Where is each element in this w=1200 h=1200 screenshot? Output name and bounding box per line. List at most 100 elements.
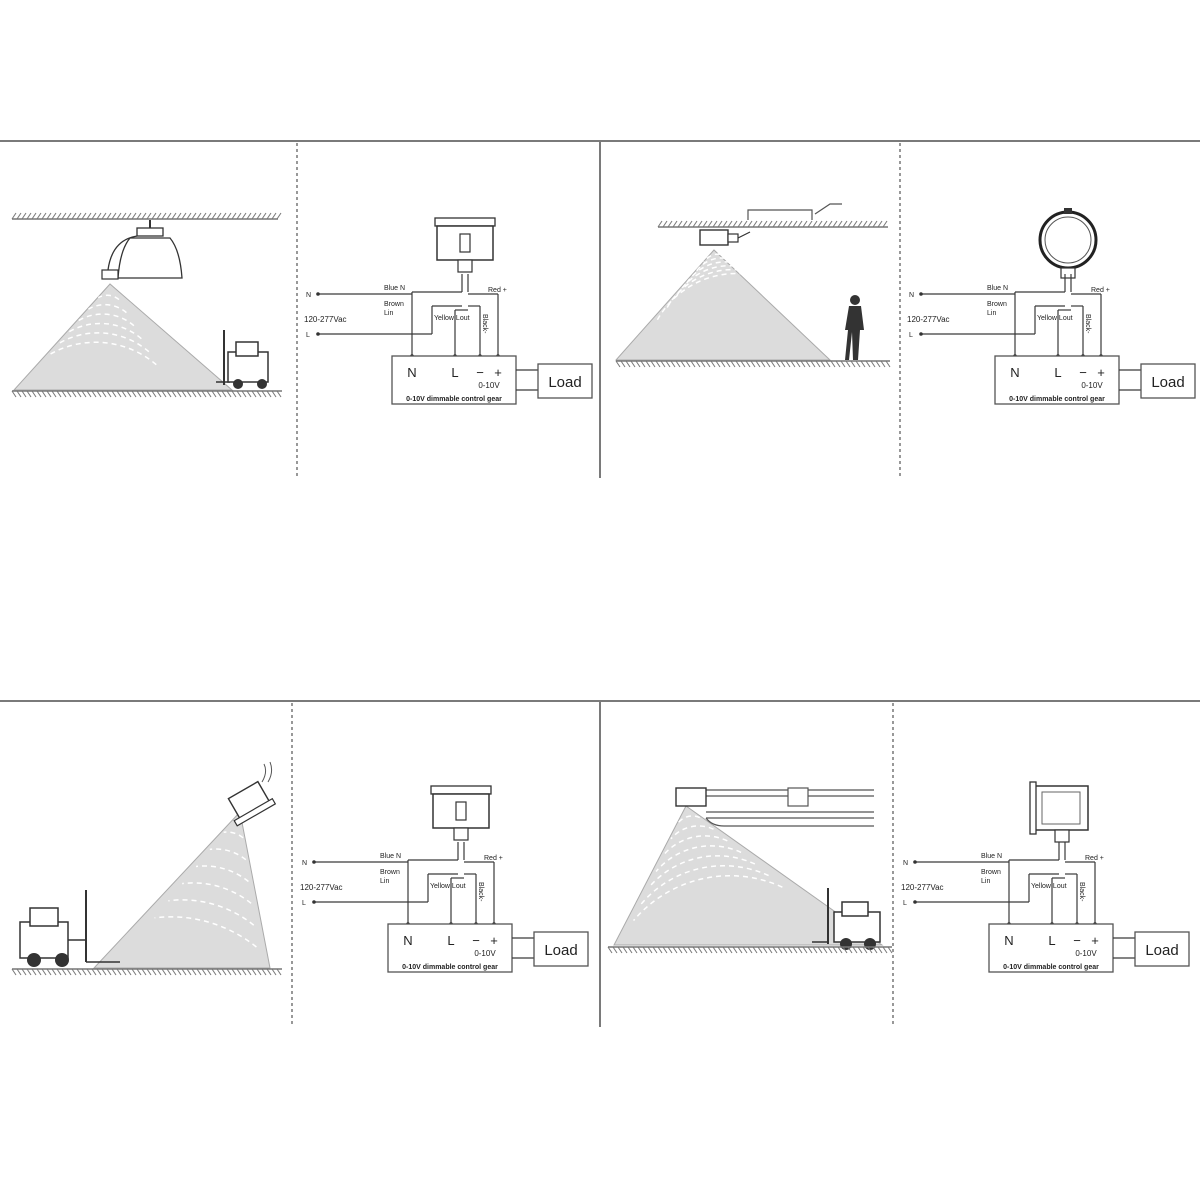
terminal-plus-label: + [1097,365,1105,380]
yellow-wire-label: Yellow Lout [430,883,466,890]
floor-hatch [11,390,282,398]
load-label: Load [544,942,577,959]
input-n-label: N [306,292,311,299]
red-wire-label: Red + [1091,287,1110,294]
control-gear-label: 0-10V dimmable control gear [406,396,502,403]
control-gear-label: 0-10V dimmable control gear [1009,396,1105,403]
input-l-label: L [306,332,310,339]
control-gear-label: 0-10V dimmable control gear [1003,964,1099,971]
black-wire-label: Black- [481,314,488,334]
dimming-range-label: 0-10V [474,949,496,958]
load-box: Load [516,363,593,399]
sensor-icon [430,785,492,860]
control-gear-box: N L −+0-10V 0-10V dimmable control gear [988,923,1114,973]
blue-wire-label: Blue N [380,853,401,860]
control-gear-box: N L −+0-10V 0-10V dimmable control gear [994,355,1120,405]
dimming-range-label: 0-10V [1081,381,1103,390]
terminal-plus-label: + [494,365,502,380]
dimming-range-label: 0-10V [478,381,500,390]
input-l-label: L [302,900,306,907]
voltage-label: 120-277Vac [901,883,944,892]
terminal-n-label: N [1004,933,1013,948]
voltage-label: 120-277Vac [300,883,343,892]
dimming-range-label: 0-10V [1075,949,1097,958]
terminal-minus-label: − [1079,365,1087,380]
terminal-minus-label: − [476,365,484,380]
input-l-label: L [909,332,913,339]
ceiling-hatch [11,212,282,220]
load-box: Load [512,931,589,967]
wires [312,859,496,926]
input-n-label: N [302,860,307,867]
load-box: Load [1113,931,1190,967]
load-label: Load [1145,942,1178,959]
detection-cone [614,249,832,361]
black-wire-label: Black- [1078,882,1085,902]
voltage-label: 120-277Vac [907,315,950,324]
terminal-n-label: N [1010,365,1019,380]
ceiling-hatch [657,220,888,228]
voltage-label: 120-277Vac [304,315,347,324]
floor-hatch [11,968,282,976]
red-wire-label: Red + [1085,855,1104,862]
control-gear-box: N L −+0-10V 0-10V dimmable control gear [387,923,513,973]
terminal-minus-label: − [1073,933,1081,948]
yellow-wire-label: Yellow Lout [434,315,470,322]
detection-cone [92,810,271,969]
terminal-l-label: L [1054,365,1061,380]
terminal-n-label: N [403,933,412,948]
blue-wire-label: Blue N [981,853,1002,860]
terminal-plus-label: + [1091,933,1099,948]
detection-arcs [49,294,157,366]
yellow-wire-label: Yellow Lout [1031,883,1067,890]
wires [316,291,500,358]
black-wire-label: Black- [477,882,484,902]
sensor-icon [1038,208,1098,292]
sensor-icon [434,217,496,292]
floor-hatch [607,946,893,954]
blue-wire-label: Blue N [987,285,1008,292]
person-icon [845,295,864,360]
terminal-minus-label: − [472,933,480,948]
control-gear-label: 0-10V dimmable control gear [402,964,498,971]
input-n-label: N [909,292,914,299]
detection-arcs [632,815,783,922]
detection-arcs [154,831,257,948]
terminal-l-label: L [451,365,458,380]
wall-sensor-icon [227,761,277,827]
sensor-icon [1029,781,1089,860]
black-wire-label: Black- [1084,314,1091,334]
forklift-icon [19,890,120,967]
scene-ceiling-sensor [614,203,891,368]
blue-wire-label: Blue N [384,285,405,292]
scene-high-bay [11,212,282,398]
yellow-wire-label: Yellow Lout [1037,315,1073,322]
scene-wall-sensor [11,761,282,976]
wires [919,291,1103,358]
ceiling-sensor-icon [699,229,751,246]
red-wire-label: Red + [484,855,503,862]
linear-fixture-icon [675,787,874,827]
input-l-label: L [903,900,907,907]
load-box: Load [1119,363,1196,399]
red-wire-label: Red + [488,287,507,294]
terminal-l-label: L [447,933,454,948]
floor-hatch [615,360,891,368]
scene-linear-fixture [607,787,893,954]
wires [913,859,1097,926]
terminal-plus-label: + [490,933,498,948]
forklift-icon [216,330,269,389]
terminal-l-label: L [1048,933,1055,948]
high-bay-lamp-icon [101,220,183,280]
terminal-n-label: N [407,365,416,380]
